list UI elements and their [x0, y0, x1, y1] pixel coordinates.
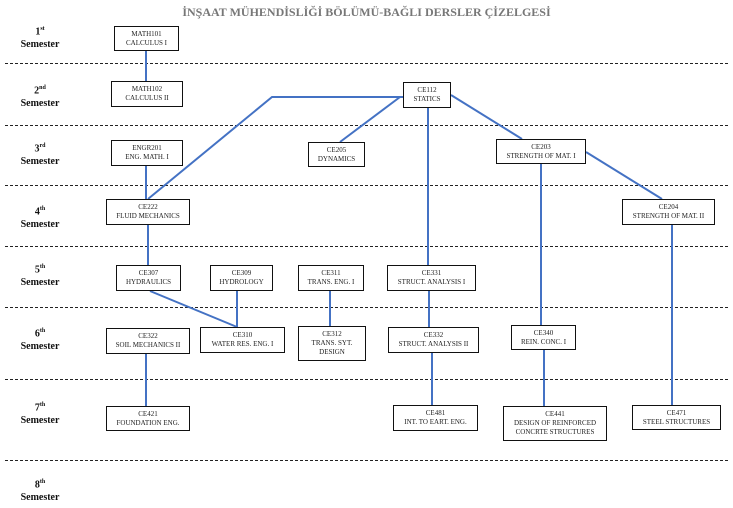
divider: [5, 307, 728, 308]
link: [339, 96, 401, 143]
link: [147, 96, 403, 200]
divider: [5, 63, 728, 64]
divider: [5, 379, 728, 380]
link: [149, 290, 238, 328]
link: [585, 151, 663, 200]
divider: [5, 125, 728, 126]
divider: [5, 460, 728, 461]
link: [450, 94, 523, 140]
divider: [5, 246, 728, 247]
divider: [5, 185, 728, 186]
chart-title: İNŞAAT MÜHENDİSLİĞİ BÖLÜMÜ-BAĞLI DERSLER…: [182, 5, 551, 19]
